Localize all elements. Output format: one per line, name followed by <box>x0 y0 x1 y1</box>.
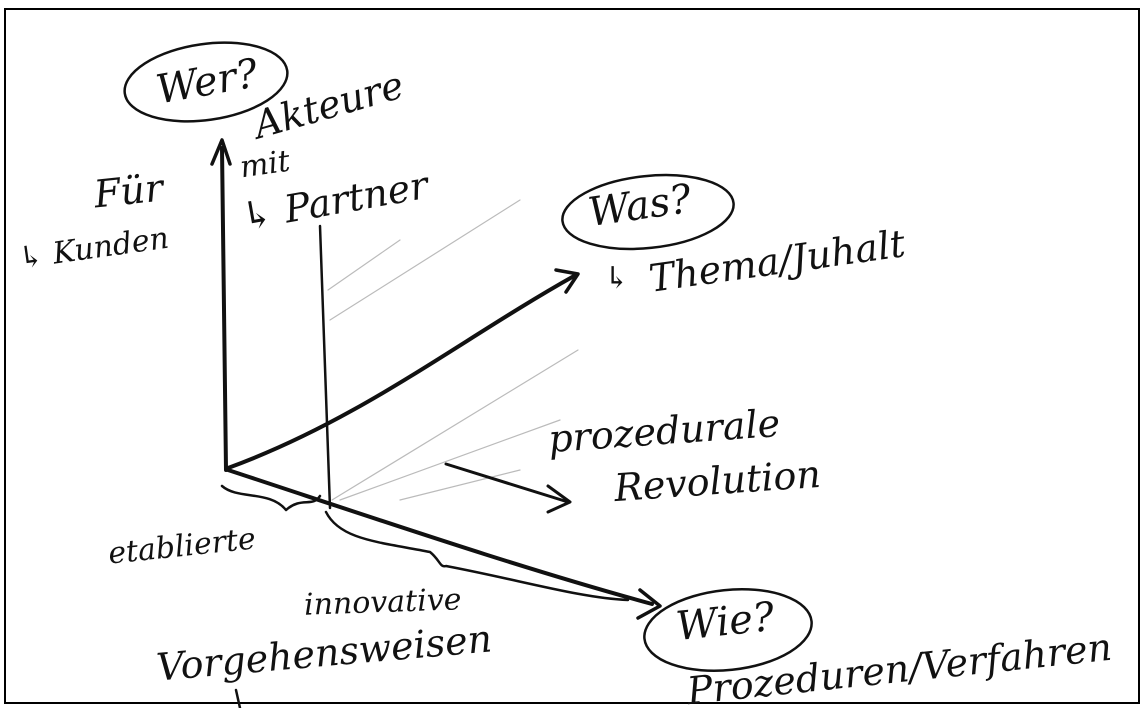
revolution-arrowhead <box>546 484 572 514</box>
fuer-label: Für <box>91 165 166 217</box>
guide-line-4 <box>339 419 561 501</box>
thema-arrow-label: ↳ <box>604 261 630 296</box>
wer-axis <box>220 146 228 472</box>
guide-line-3 <box>331 349 579 501</box>
etablierte-brace <box>220 484 322 512</box>
guide-line-5 <box>399 469 521 501</box>
wie-question: Wie? <box>673 593 777 651</box>
partner-line <box>318 224 332 510</box>
wer-axis-arrowhead <box>210 138 232 166</box>
was-axis <box>226 274 576 470</box>
guide-line-1 <box>327 239 401 291</box>
was-axis-arrowhead <box>554 268 580 294</box>
wie-axis <box>226 468 654 606</box>
revolution-arrow <box>444 462 570 504</box>
vorgehensweisen-tick <box>234 688 242 708</box>
wie-ellipse <box>643 588 813 672</box>
diagram-frame <box>4 8 1140 704</box>
innovative-label: innovative <box>303 582 463 623</box>
mit-label: mit <box>237 143 293 186</box>
was-ellipse <box>561 173 735 251</box>
guide-line-2 <box>329 199 521 321</box>
innovative-brace <box>324 510 630 602</box>
wer-ellipse <box>123 41 289 123</box>
wie-axis-arrowhead <box>636 588 662 620</box>
